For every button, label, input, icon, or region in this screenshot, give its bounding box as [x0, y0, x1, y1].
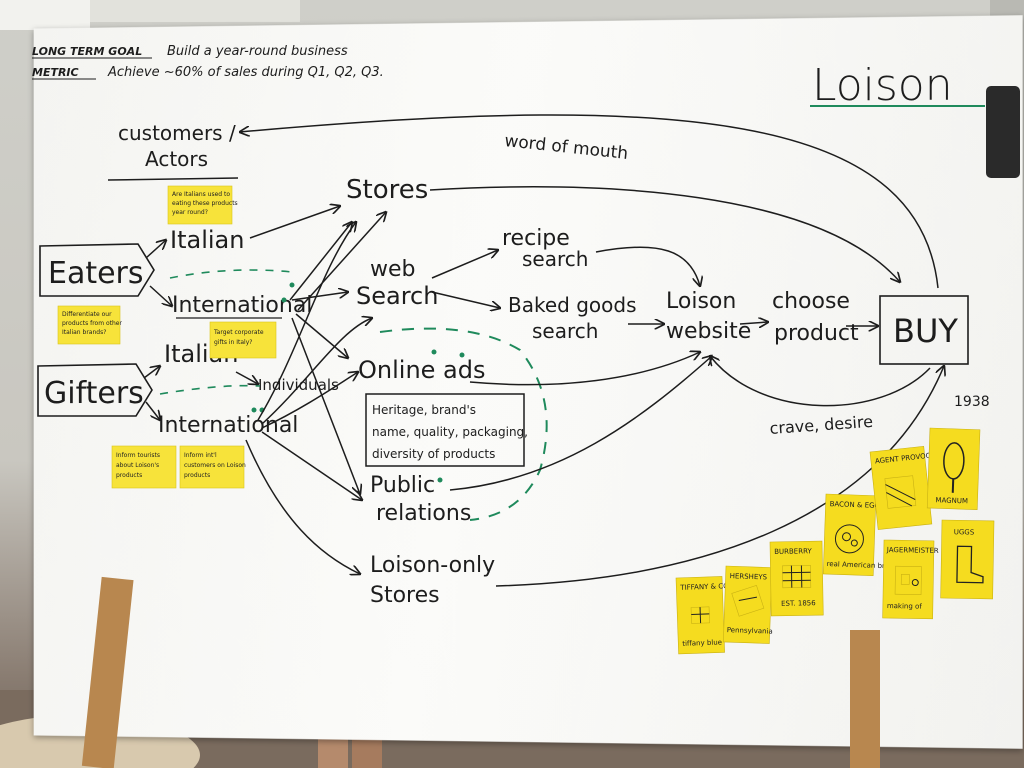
sticky-note-line: gifts in Italy?: [214, 339, 252, 346]
brand-sticky-title: BURBERRY: [774, 547, 812, 556]
goal-text: Build a year-round business: [167, 44, 348, 59]
ads-box-line1: Heritage, brand's: [372, 403, 476, 417]
arrow: [430, 187, 900, 282]
choose-product-line1: choose: [772, 289, 850, 314]
arrow: [450, 356, 712, 490]
channel-loison-only-line2: Stores: [370, 583, 440, 608]
green-dashed-eaters: [170, 270, 292, 278]
channel-recipe-search-line2: search: [522, 247, 588, 271]
brand-title: Loison: [812, 60, 953, 111]
sticky-note-line: Inform tourists: [116, 452, 160, 459]
channel-stores: Stores: [346, 175, 428, 205]
brand-sticky-tiffany: TIFFANY & CO tiffany blue: [676, 576, 731, 654]
green-dashed-gifters: [160, 386, 260, 394]
arrow: [596, 247, 700, 286]
arrow: [144, 366, 160, 378]
arrow: [150, 286, 172, 306]
channel-public-relations-line1: Public: [370, 473, 435, 498]
brand-sticky-caption: EST. 1856: [781, 599, 816, 608]
customers-header-line2: Actors: [145, 147, 208, 171]
sticky-note-line: Are Italians used to: [172, 191, 230, 198]
arrow: [470, 352, 700, 385]
brand-sticky-title: UGGS: [954, 528, 975, 536]
sticky-note-line: Italian brands?: [62, 329, 106, 336]
segment-international-gifters: International: [158, 413, 298, 438]
gifters-label: Gifters: [44, 376, 144, 411]
brand-sticky-caption: making of: [887, 602, 923, 611]
brand-sticky-jager: JAGERMEISTER making of: [883, 540, 939, 619]
sticky-note: Are Italians used to eating these produc…: [168, 186, 238, 224]
sticky-note: Inform tourists about Loison's products: [112, 446, 176, 488]
green-dot: [282, 298, 287, 303]
sticky-note-line: eating these products: [172, 200, 238, 207]
ads-box-line2: name, quality, packaging,: [372, 425, 528, 439]
sticky-note-line: products: [184, 472, 210, 479]
choose-product-line2: product: [774, 321, 859, 346]
sticky-note: Differentiate our products from other It…: [58, 306, 122, 344]
ads-box-line3: diversity of products: [372, 447, 495, 461]
sticky-note-line: customers on Loison: [184, 462, 246, 469]
channel-baked-goods-line1: Baked goods: [508, 293, 637, 317]
sticky-note-line: about Loison's: [116, 462, 159, 469]
brand-sticky-title: HERSHEYS: [730, 572, 768, 581]
channel-web-search-line1: web: [370, 257, 416, 282]
customers-underline: [108, 178, 238, 180]
green-dot: [438, 478, 443, 483]
arrow: [432, 292, 500, 308]
arrow: [262, 318, 372, 424]
brand-sticky-uggs: UGGS: [941, 520, 994, 599]
brand-sticky-caption: Pennsylvania: [727, 626, 773, 636]
brand-sticky-title: MAGNUM: [935, 496, 968, 505]
eaters-label: Eaters: [48, 256, 144, 291]
arrow: [296, 314, 348, 358]
channel-public-relations-line2: relations: [376, 501, 471, 526]
crave-desire-label: crave, desire: [769, 412, 874, 438]
striped-box-icon: [885, 476, 916, 509]
channel-online-ads: Online ads: [358, 356, 486, 384]
year-label: 1938: [954, 394, 990, 410]
customers-header-line1: customers /: [118, 121, 236, 145]
channel-web-search-line2: Search: [356, 282, 438, 310]
green-dot: [252, 408, 257, 413]
sticky-note-line: products from other: [62, 320, 122, 327]
channel-baked-goods-line2: search: [532, 319, 598, 343]
loison-website-line1: Loison: [666, 289, 736, 314]
arrow: [236, 372, 258, 384]
arrow: [250, 206, 340, 238]
plaid-bag-icon: [782, 565, 810, 587]
segment-international-eaters: International: [172, 293, 312, 318]
green-dot: [432, 350, 437, 355]
goal-label: LONG TERM GOAL: [32, 45, 142, 58]
brand-sticky-hersheys: HERSHEYS Pennsylvania: [723, 566, 775, 644]
sticky-note-line: Differentiate our: [62, 311, 112, 318]
easel-leg-right: [850, 630, 880, 768]
sticky-note-line: Inform int'l: [184, 452, 217, 459]
buy-label: BUY: [893, 312, 958, 350]
arrow: [262, 432, 362, 500]
bottle-icon: [895, 566, 921, 594]
loison-website-line2: website: [666, 319, 751, 344]
brand-sticky-magnum: MAGNUM: [927, 428, 980, 510]
arrow: [146, 240, 166, 258]
metric-label: METRIC: [32, 66, 79, 79]
brand-sticky-burberry: BURBERRY EST. 1856: [770, 541, 823, 616]
brand-sticky-caption: tiffany blue: [682, 638, 722, 647]
brand-sticky-title: JAGERMEISTER: [886, 546, 939, 555]
word-of-mouth-label: word of mouth: [503, 131, 629, 164]
sticky-note-line: year round?: [172, 209, 208, 216]
segment-italian-eaters: Italian: [170, 226, 244, 254]
sticky-note-line: products: [116, 472, 142, 479]
easel-leg-left: [82, 577, 134, 768]
gift-box-icon: [691, 607, 710, 624]
channel-loison-only-line1: Loison-only: [370, 553, 495, 578]
eraser-holder: [986, 86, 1020, 178]
sticky-note: Inform int'l customers on Loison product…: [180, 446, 246, 488]
arrow: [146, 402, 160, 420]
sticky-note-line: Target corporate: [213, 329, 264, 336]
metric-text: Achieve ~60% of sales during Q1, Q2, Q3.: [107, 65, 384, 80]
arrow: [432, 250, 498, 278]
sticky-note: Target corporate gifts in Italy?: [210, 322, 276, 358]
green-dot: [290, 283, 295, 288]
